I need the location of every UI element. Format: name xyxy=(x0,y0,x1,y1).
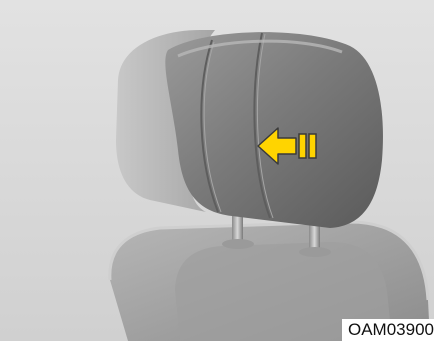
figure-code-label: OAM03900 xyxy=(342,319,434,341)
headrest-cushion xyxy=(165,32,383,228)
